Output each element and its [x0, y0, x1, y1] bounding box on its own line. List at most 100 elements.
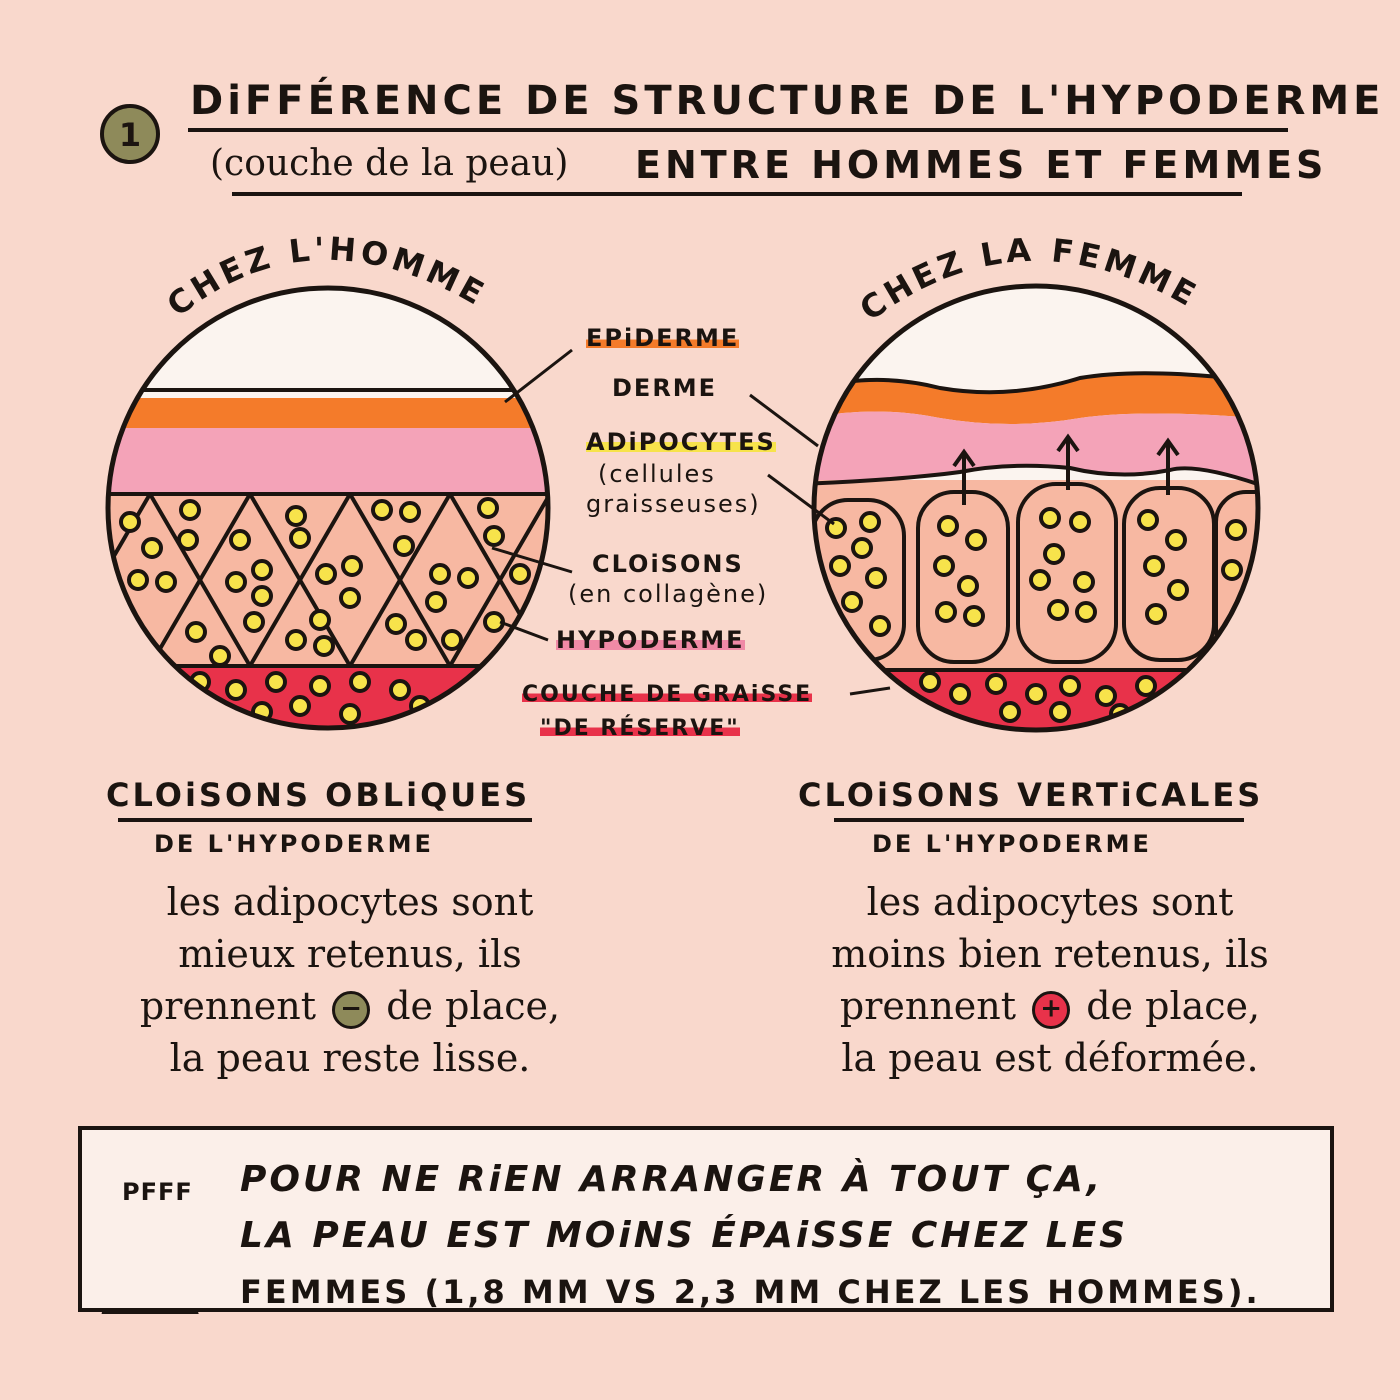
female-adipocyte — [1145, 603, 1167, 625]
male-adipocyte — [243, 611, 265, 633]
female-adipocyte — [841, 591, 863, 613]
left-heading-underline — [118, 818, 532, 822]
male-skin-cross-section — [108, 288, 548, 728]
female-adipocyte — [919, 671, 941, 693]
right-text-line3: prennent + de place, — [770, 980, 1330, 1032]
female-adipocyte — [1059, 675, 1081, 697]
plus-sign: + — [1040, 993, 1063, 1024]
right-text-line3b: de place, — [1086, 984, 1261, 1028]
male-adipocyte — [225, 571, 247, 593]
right-text-line3a: prennent — [839, 984, 1017, 1028]
male-adipocyte — [177, 529, 199, 551]
page-title-line1: DiFFÉRENCE DE STRUCTURE DE L'HYPODERME — [190, 78, 1385, 124]
male-adipocyte — [169, 695, 191, 717]
number-badge: 1 — [100, 104, 160, 164]
male-adipocyte — [141, 537, 163, 559]
male-reserve-layer — [108, 666, 548, 728]
male-adipocyte — [313, 635, 335, 657]
minus-sign: − — [340, 993, 363, 1024]
female-adipocyte — [1137, 509, 1159, 531]
left-text-line2: mieux retenus, ils — [178, 932, 522, 976]
female-adipocyte — [859, 511, 881, 533]
female-adipocyte — [1025, 683, 1047, 705]
male-adipocyte — [393, 535, 415, 557]
male-adipocyte — [339, 587, 361, 609]
male-adipocyte — [285, 629, 307, 651]
right-section-heading: CLOiSONS VERTiCALES — [798, 776, 1264, 814]
female-derme-layer — [814, 411, 1258, 492]
male-adipocyte — [251, 559, 273, 581]
footer-note-box — [78, 1126, 1334, 1312]
male-adipocyte — [457, 567, 479, 589]
up-arrow-icon — [952, 433, 1180, 505]
left-text-line3a: prennent — [139, 984, 317, 1028]
male-adipocyte — [371, 499, 393, 521]
speech-bubble-text: PFFF — [122, 1178, 193, 1206]
label-reserve-1: COUCHE DE GRAiSSE — [522, 682, 813, 707]
female-adipocyte — [937, 515, 959, 537]
male-circle-outline — [105, 285, 551, 731]
male-adipocyte — [349, 671, 371, 693]
label-cloisons: CLOiSONS — [592, 550, 744, 578]
male-derme-layer — [108, 428, 548, 494]
male-adipocyte — [155, 571, 177, 593]
male-adipocyte — [251, 585, 273, 607]
female-epiderme-layer — [814, 373, 1258, 424]
female-adipocyte — [1069, 511, 1091, 533]
female-adipocyte — [963, 605, 985, 627]
female-adipocyte — [1165, 529, 1187, 551]
left-text-line4: la peau reste lisse. — [169, 1036, 531, 1080]
male-adipocyte — [425, 591, 447, 613]
female-adipocyte — [933, 555, 955, 577]
male-adipocyte — [225, 679, 247, 701]
male-adipocytes — [119, 497, 531, 725]
female-adipocyte — [1225, 519, 1247, 541]
female-adipocyte — [957, 575, 979, 597]
right-heading-underline — [834, 818, 1244, 822]
female-adipocyte — [1167, 579, 1189, 601]
female-adipocyte — [1175, 683, 1197, 705]
female-adipocyte — [869, 615, 891, 637]
left-section-heading: CLOiSONS OBLiQUES — [106, 776, 531, 814]
female-adipocyte — [949, 683, 971, 705]
female-adipocyte — [965, 529, 987, 551]
female-skin-cross-section — [814, 286, 1258, 730]
male-adipocyte — [185, 621, 207, 643]
right-text-line4: la peau est déformée. — [841, 1036, 1259, 1080]
male-adipocyte — [509, 563, 531, 585]
female-adipocyte — [1049, 701, 1071, 723]
male-adipocyte — [385, 613, 407, 635]
female-reserve-layer — [814, 670, 1258, 730]
right-text-line2: moins bien retenus, ils — [831, 932, 1269, 976]
page-title-line2: ENTRE HOMMES ET FEMMES — [635, 143, 1328, 187]
female-adipocyte — [1029, 569, 1051, 591]
female-adipocyte — [1221, 559, 1243, 581]
right-text-line1: les adipocytes sont — [866, 880, 1234, 924]
label-epiderme: EPiDERME — [586, 324, 740, 352]
label-adipocytes: ADiPOCYTES — [586, 428, 776, 456]
male-adipocyte — [309, 675, 331, 697]
male-adipocyte — [315, 563, 337, 585]
female-adipocyte — [935, 601, 957, 623]
male-adipocyte — [429, 563, 451, 585]
right-section-text: les adipocytes sont moins bien retenus, … — [770, 876, 1330, 1084]
circle-plus-icon: + — [1032, 990, 1071, 1029]
male-adipocyte — [119, 511, 141, 533]
label-derme: DERME — [612, 374, 718, 402]
female-adipocyte — [985, 673, 1007, 695]
male-adipocyte — [441, 629, 463, 651]
male-adipocyte — [265, 671, 287, 693]
female-adipocyte — [1135, 675, 1157, 697]
female-adipocyte — [1143, 555, 1165, 577]
left-section-subheading: DE L'HYPODERME — [154, 830, 434, 858]
male-adipocyte — [289, 695, 311, 717]
female-adipocyte — [1047, 599, 1069, 621]
female-adipocyte — [1095, 685, 1117, 707]
footer-line3: FEMMES (1,8 MM VS 2,3 MM CHEZ LES HOMMES… — [240, 1273, 1261, 1311]
footer-line1: POUR NE RiEN ARRANGER À TOUT ÇA, — [240, 1159, 1104, 1200]
female-adipocyte — [829, 555, 851, 577]
title-underline-1 — [188, 128, 1288, 132]
footer-line2: LA PEAU EST MOiNS ÉPAiSSE CHEZ LES — [240, 1215, 1129, 1256]
female-adipocyte — [851, 537, 873, 559]
